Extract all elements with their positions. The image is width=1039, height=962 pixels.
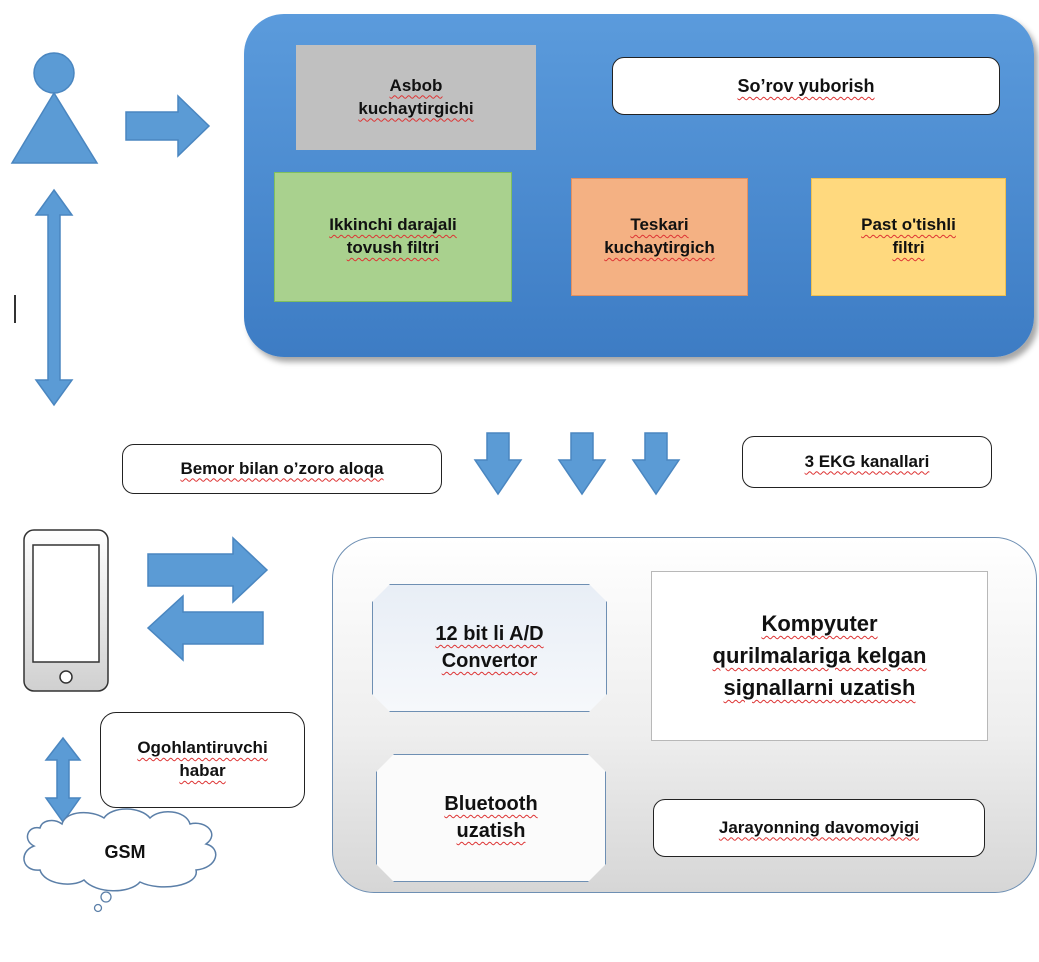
inverting-amplifier-block: Teskari kuchaytirgich	[571, 178, 748, 296]
bluetooth-transfer-block: Bluetooth uzatish	[376, 754, 606, 882]
process-duration-label: Jarayonning davomoyigi	[653, 799, 985, 857]
gsm-label: GSM	[104, 841, 146, 862]
arrow-down-icon	[473, 432, 523, 496]
adc-converter-block: 12 bit li A/D Convertor	[372, 584, 607, 712]
warning-message-label: Ogohlantiruvchi habar	[100, 712, 305, 808]
second-order-filter-block: Ikkinchi darajali tovush filtri	[274, 172, 512, 302]
text-caret	[14, 295, 16, 323]
ekg-channels-label: 3 EKG kanallari	[742, 436, 992, 488]
arrow-right-icon	[125, 94, 211, 158]
arrow-down-icon	[631, 432, 681, 496]
double-arrow-vertical-icon	[34, 188, 74, 407]
arrow-down-icon	[557, 432, 607, 496]
arrow-right-icon	[147, 536, 269, 604]
low-pass-filter-block: Past o'tishli filtri	[811, 178, 1006, 296]
instrument-amplifier-block: Asbob kuchaytirgichi	[296, 45, 536, 150]
double-arrow-vertical-icon	[44, 736, 82, 824]
arrow-left-icon	[146, 594, 264, 662]
computer-transfer-block: Kompyuter qurilmalariga kelgan signallar…	[651, 571, 988, 741]
request-send-box: So’rov yuborish	[612, 57, 1000, 115]
patient-interaction-label: Bemor bilan o’zoro aloqa	[122, 444, 442, 494]
